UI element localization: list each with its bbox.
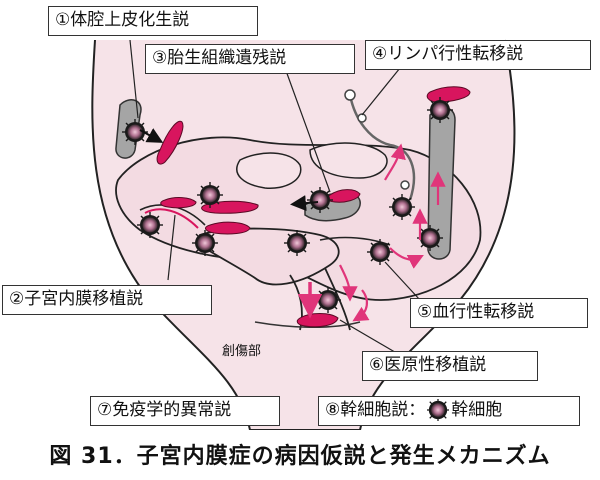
leader-lines [129, 39, 421, 359]
wound-scar [254, 321, 361, 329]
lesion [160, 197, 197, 209]
label-theory-2: ②子宮内膜移植説 [2, 285, 212, 315]
lesion [156, 120, 184, 165]
label-theory-8: ⑧幹細胞説：幹細胞 [318, 396, 580, 426]
label-theory-4: ④リンパ行性転移説 [365, 40, 591, 70]
arrow [290, 195, 319, 212]
arrow [389, 247, 424, 269]
arrow [339, 264, 358, 302]
wound-annotation: 創傷部 [222, 344, 262, 359]
arrow [352, 289, 370, 322]
figure-caption: 図 31．子宮内膜症の病因仮説と発生メカニズム [49, 444, 551, 469]
label-theory-3: ③胎生組織遺残説 [145, 44, 355, 74]
label-theory-5: ⑤血行性転移説 [410, 298, 588, 328]
lesion [426, 86, 471, 103]
arrow [139, 128, 164, 143]
lesion [205, 221, 251, 235]
lymph-vessel [348, 94, 416, 201]
label-theory-7: ⑦免疫学的異常説 [90, 396, 280, 426]
pink-arrows [297, 143, 446, 322]
label-theory-6: ⑥医原性移植説 [362, 351, 538, 381]
lesion [201, 200, 259, 214]
black-arrows [139, 128, 319, 212]
arrow [384, 143, 406, 181]
pelvis-illustration [91, 39, 516, 430]
peritoneum [115, 136, 482, 301]
label-theory-1: ①体腔上皮化生説 [48, 6, 258, 36]
stem-cell-legend-icon [427, 399, 450, 421]
lesions [156, 86, 471, 328]
